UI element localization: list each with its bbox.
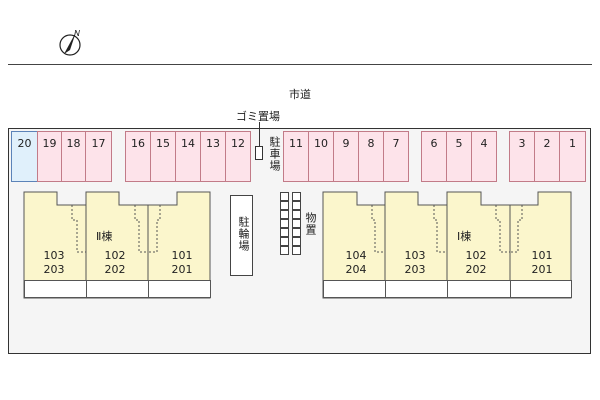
balcony-strip (510, 280, 572, 298)
garbage-label: ゴミ置場 (236, 110, 280, 123)
compass-icon: N (59, 29, 81, 56)
parking-space[interactable]: 11 (283, 131, 309, 182)
unit-number: 202 (104, 263, 126, 276)
unit-number: 103 (43, 249, 65, 262)
parking-space[interactable]: 7 (383, 131, 409, 182)
garbage-station (255, 146, 263, 160)
building-1-label: Ⅰ棟 (457, 230, 472, 243)
parking-space[interactable]: 16 (125, 131, 151, 182)
unit-number: 203 (43, 263, 65, 276)
parking-space[interactable]: 10 (308, 131, 334, 182)
parking-space[interactable]: 20 (11, 131, 38, 182)
storage-cell (292, 219, 301, 228)
parking-space[interactable]: 12 (225, 131, 251, 182)
storage-label: 物置 (304, 212, 317, 236)
unit-number: 101 (531, 249, 553, 262)
parking-space[interactable]: 2 (534, 131, 560, 182)
building-2-label: Ⅱ棟 (96, 230, 113, 243)
unit-number: 202 (465, 263, 487, 276)
parking-space[interactable]: 19 (37, 131, 62, 182)
storage-cell (292, 201, 301, 210)
unit-number: 201 (171, 263, 193, 276)
balcony-strip (148, 280, 211, 298)
parking-space[interactable]: 1 (559, 131, 586, 182)
balcony-strip (86, 280, 149, 298)
storage-cell (292, 228, 301, 237)
parking-space[interactable]: 4 (471, 131, 497, 182)
storage-cell (280, 237, 289, 246)
compass-label: N (74, 29, 80, 38)
storage-cell (292, 246, 301, 255)
bicycle-parking-label: 駐輪場 (237, 216, 250, 252)
unit-number: 101 (171, 249, 193, 262)
unit-number: 103 (404, 249, 426, 262)
storage-cell (292, 192, 301, 201)
balcony-strip (24, 280, 87, 298)
storage-cell (280, 246, 289, 255)
unit-number: 102 (465, 249, 487, 262)
road-line (8, 64, 592, 65)
balcony-strip (323, 280, 386, 298)
parking-space[interactable]: 8 (358, 131, 384, 182)
storage-cell (280, 219, 289, 228)
storage-cell (280, 201, 289, 210)
unit-number: 102 (104, 249, 126, 262)
unit-number: 201 (531, 263, 553, 276)
unit-number: 203 (404, 263, 426, 276)
storage-cell (292, 237, 301, 246)
balcony-strip (447, 280, 511, 298)
unit-number: 104 (345, 249, 367, 262)
unit-number: 204 (345, 263, 367, 276)
bicycle-parking: 駐輪場 (230, 195, 253, 276)
road-label: 市道 (289, 88, 311, 101)
parking-space[interactable]: 6 (421, 131, 447, 182)
parking-space[interactable]: 13 (200, 131, 226, 182)
parking-space[interactable]: 17 (85, 131, 112, 182)
parking-label: 駐車場 (268, 136, 281, 172)
storage-cell (280, 228, 289, 237)
parking-space[interactable]: 18 (61, 131, 86, 182)
storage-cell (280, 192, 289, 201)
storage-cell (292, 210, 301, 219)
storage-cell (280, 210, 289, 219)
parking-space[interactable]: 9 (333, 131, 359, 182)
garbage-leader-line (259, 122, 260, 146)
balcony-strip (385, 280, 448, 298)
